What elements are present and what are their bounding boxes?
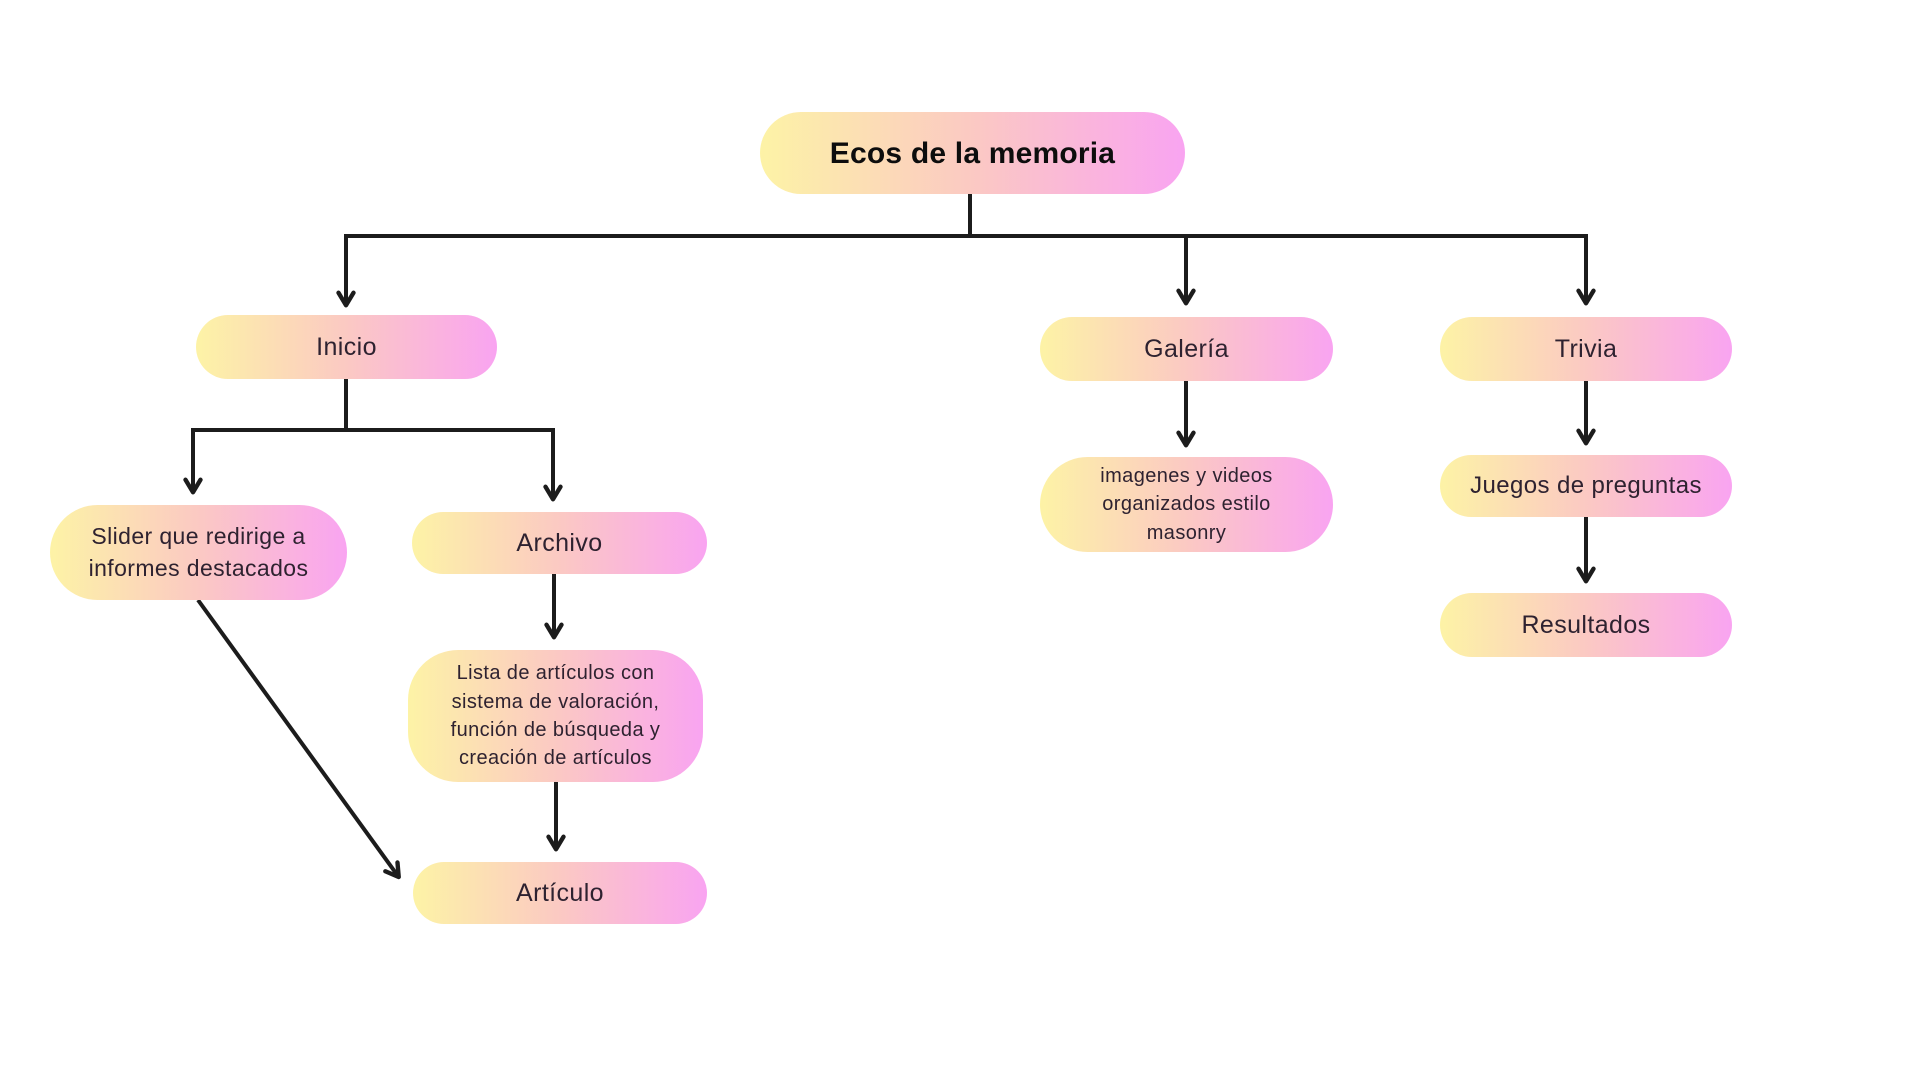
node-articulo[interactable]: Artículo bbox=[413, 862, 707, 924]
node-resultados[interactable]: Resultados bbox=[1440, 593, 1732, 657]
connector-edge-group bbox=[183, 194, 1596, 880]
node-juegos-de-preguntas[interactable]: Juegos de preguntas bbox=[1440, 455, 1732, 517]
node-galeria-detail[interactable]: imagenes y videos organizados estilo mas… bbox=[1040, 457, 1333, 552]
node-slider[interactable]: Slider que redirige a informes destacado… bbox=[50, 505, 347, 600]
node-galeria[interactable]: Galería bbox=[1040, 317, 1333, 381]
edge-top-rail bbox=[344, 234, 1588, 240]
node-inicio[interactable]: Inicio bbox=[196, 315, 497, 379]
node-lista-articulos[interactable]: Lista de artículos con sistema de valora… bbox=[408, 650, 703, 782]
edge-inicio-rail bbox=[191, 428, 555, 434]
edge-slider-to-articulo bbox=[196, 598, 401, 880]
node-archivo[interactable]: Archivo bbox=[412, 512, 707, 574]
node-trivia[interactable]: Trivia bbox=[1440, 317, 1732, 381]
node-root-title[interactable]: Ecos de la memoria bbox=[760, 112, 1185, 194]
